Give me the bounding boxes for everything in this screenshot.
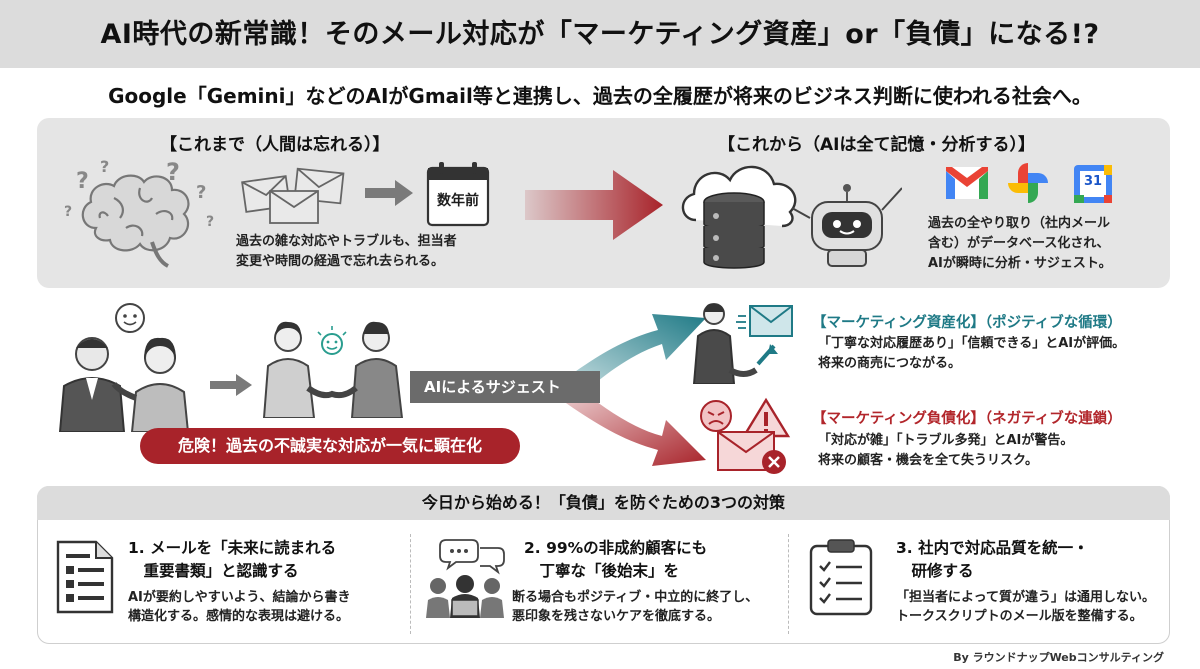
- danger-banner: 危険！過去の不誠実な対応が一気に顕在化: [140, 428, 520, 464]
- title-bar: [0, 0, 1200, 68]
- after-text-1: 過去の全やり取り（社内メール: [928, 216, 1111, 231]
- arrow-right-icon: [365, 180, 413, 206]
- calendar-icon: [426, 162, 490, 227]
- before-title: 【これまで（人間は忘れる）】: [160, 135, 390, 155]
- handshake-people-icon: [262, 321, 404, 418]
- after-text-2: 含む）がデータベース化され、: [928, 236, 1110, 251]
- after-title: 【これから（AIは全て記憶・分析する）】: [718, 135, 1035, 155]
- measure-1-title-1: 1. メールを「未来に読まれる: [128, 539, 337, 557]
- before-text-2: 変更や時間の経過で忘れ去られる。: [236, 254, 445, 269]
- mail-app-icon: [946, 167, 988, 199]
- measure-2-title-2: 丁寧な「後始末」を: [524, 562, 680, 580]
- svg-text:?: ?: [206, 214, 214, 230]
- negative-text-1: 「対応が雑」「トラブル多発」とAIが警告。: [818, 433, 1074, 448]
- big-arrow-icon: [525, 170, 663, 240]
- measure-3-desc-1: 「担当者によって質が違う」は通用しない。: [896, 590, 1155, 605]
- people-talking-icon: [58, 303, 190, 432]
- positive-text-1: 「丁寧な対応履歴あり」「信頼できる」とAIが評価。: [818, 336, 1126, 351]
- measure-3-title-1: 3. 社内で対応品質を統一・: [896, 539, 1089, 557]
- measure-1-desc-1: AIが要約しやすいよう、結論から書き: [128, 590, 351, 605]
- measure-2-title-1: 2. 99%の非成約顧客にも: [524, 539, 708, 557]
- svg-text:?: ?: [196, 182, 206, 203]
- arrow-right-icon-2: [210, 374, 252, 396]
- photos-app-icon: [1008, 163, 1048, 203]
- negative-text-2: 将来の顧客・機会を全て失うリスク。: [818, 453, 1038, 468]
- positive-text-2: 将来の商売につながる。: [818, 356, 962, 371]
- divider-2: [788, 534, 789, 634]
- before-text-1: 過去の雑な対応やトラブルも、担当者: [236, 234, 457, 249]
- negative-title: 【マーケティング負債化】（ネガティブな連鎖）: [812, 411, 1122, 427]
- measures-heading: 今日から始める！「負債」を防ぐための3つの対策: [37, 486, 1170, 520]
- brain-icon: ? ? ? ? ? ?: [64, 158, 214, 268]
- page-subtitle: Google「Gemini」などのAIがGmail等と連携し、過去の全履歴が将来…: [108, 84, 1092, 108]
- envelopes-icon: [241, 167, 345, 224]
- team-chat-icon: [426, 539, 505, 618]
- ai-robot-icon: [792, 184, 902, 267]
- calendar-app-icon: [1074, 165, 1112, 203]
- ai-suggest-label: AIによるサジェスト: [410, 371, 600, 403]
- checklist-icon: [809, 539, 873, 616]
- measure-3-desc-2: トークスクリプトのメール版を整備する。: [896, 609, 1143, 624]
- measure-2-desc-1: 断る場合もポジティブ・中立的に終了し、: [512, 590, 759, 605]
- after-text-3: AIが瞬時に分析・サジェスト。: [928, 256, 1112, 271]
- positive-deal-icon: [692, 303, 793, 384]
- negative-warning-icon: [700, 397, 791, 474]
- page-title: AI時代の新常識！そのメール対応が「マーケティング資産」or「負債」になる!?: [100, 19, 1100, 50]
- svg-text:?: ?: [100, 158, 109, 176]
- calendar-app-day: 31: [1083, 174, 1103, 189]
- document-icon: [56, 540, 114, 614]
- measure-1-desc-2: 構造化する。感情的な表現は避ける。: [128, 609, 350, 624]
- svg-text:?: ?: [64, 204, 72, 220]
- measure-3-title-2: 研修する: [896, 562, 974, 580]
- divider-1: [410, 534, 411, 634]
- svg-text:?: ?: [166, 158, 180, 186]
- measure-2-desc-2: 悪印象を残さないケアを徹底する。: [512, 609, 721, 624]
- credit-text: By ラウンドナップWebコンサルティング: [953, 651, 1164, 664]
- positive-title: 【マーケティング資産化】（ポジティブな循環）: [812, 315, 1122, 331]
- measure-1-title-2: 重要書類」と認識する: [128, 562, 299, 580]
- cloud-database-icon: [681, 165, 797, 269]
- calendar-label: 数年前: [437, 193, 479, 209]
- svg-text:?: ?: [76, 169, 89, 194]
